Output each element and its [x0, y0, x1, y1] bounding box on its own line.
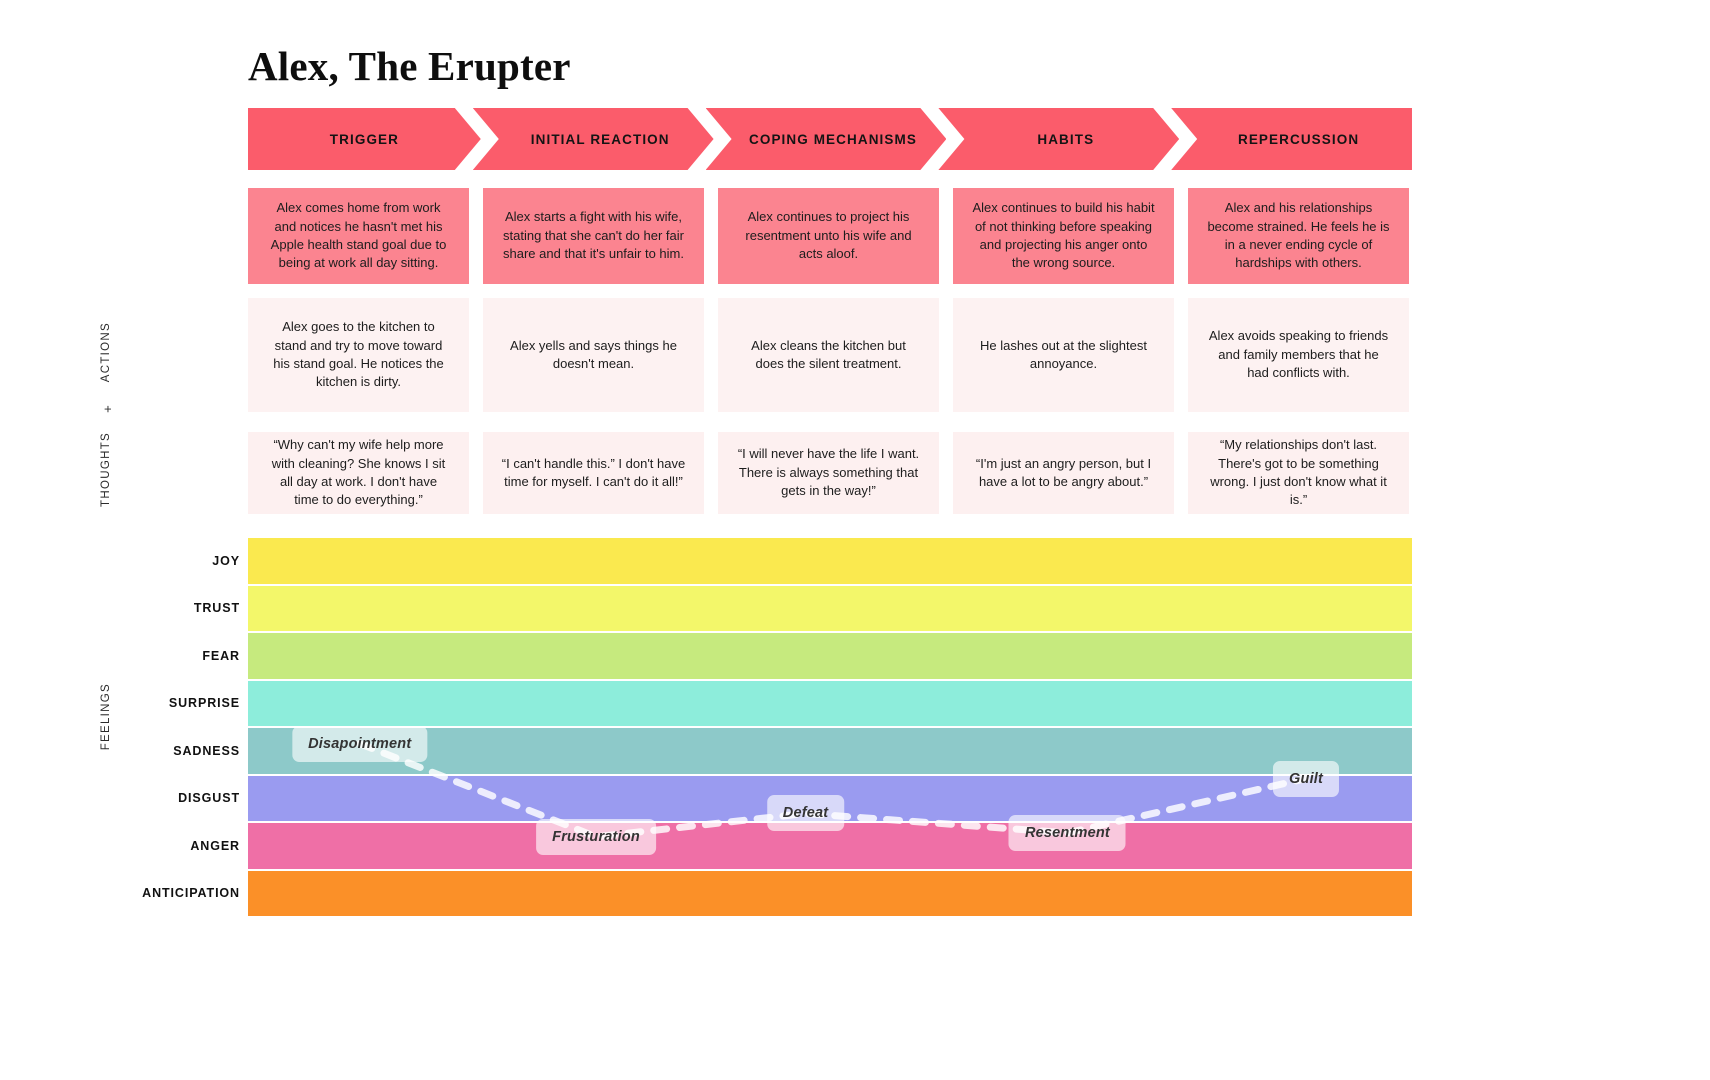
phase-label: REPERCUSSION — [1237, 131, 1360, 147]
card-text: Alex yells and says things he doesn't me… — [510, 337, 677, 371]
card-actions-5: Alex avoids speaking to friends and fami… — [1188, 298, 1409, 412]
phase-chevron-habits[interactable]: HABITS — [938, 108, 1179, 170]
card-text: Alex continues to project his resentment… — [745, 209, 912, 262]
card-thoughts-5: “My relationships don't last. There's go… — [1188, 432, 1409, 514]
feeling-band-trust: TRUST — [194, 585, 1412, 631]
feeling-band-label: SURPRISE — [168, 696, 240, 711]
card-actions-2: Alex yells and says things he doesn't me… — [483, 298, 704, 412]
card-actions-3: Alex cleans the kitchen but does the sil… — [718, 298, 939, 412]
card-text: “I will never have the life I want. Ther… — [737, 446, 920, 499]
card-actions-1: Alex goes to the kitchen to stand and tr… — [248, 298, 469, 412]
card-text: Alex goes to the kitchen to stand and tr… — [273, 319, 444, 390]
card-text: Alex comes home from work and notices he… — [270, 200, 447, 271]
feeling-band-label: ANTICIPATION — [142, 886, 240, 901]
card-actions-4: He lashes out at the slightest annoyance… — [953, 298, 1174, 412]
phase-label: COPING MECHANISMS — [749, 131, 917, 147]
axis-label-feelings: FEELINGS — [100, 683, 112, 751]
phase-header-bar: TRIGGER INITIAL REACTION COPING MECHANISMS… — [248, 108, 1412, 170]
card-text: Alex cleans the kitchen but does the sil… — [751, 337, 906, 371]
phase-chevron-repercussion[interactable]: REPERCUSSION — [1171, 108, 1412, 170]
card-summary-1: Alex comes home from work and notices he… — [248, 188, 469, 284]
feeling-band-label: TRUST — [193, 601, 240, 616]
card-thoughts-3: “I will never have the life I want. Ther… — [718, 432, 939, 514]
feeling-band-fear: FEAR — [202, 633, 1412, 679]
card-text: Alex starts a fight with his wife, stati… — [503, 209, 684, 262]
card-summary-3: Alex continues to project his resentment… — [718, 188, 939, 284]
card-text: “I can't handle this.” I don't have time… — [501, 455, 686, 489]
feeling-band-label: FEAR — [202, 648, 240, 663]
phase-chevron-trigger[interactable]: TRIGGER — [248, 108, 481, 170]
card-summary-2: Alex starts a fight with his wife, stati… — [483, 188, 704, 284]
feeling-band-sadness: SADNESS — [173, 728, 1412, 774]
feeling-band-joy: JOY — [212, 538, 1412, 584]
feelings-band-chart: JOY TRUST FEAR SURPRISE SADNESS DISGUST ANGER A… — [142, 538, 1412, 918]
feeling-band-anticipation: ANTICIPATION — [142, 870, 1412, 916]
phase-label: TRIGGER — [329, 131, 399, 147]
feeling-band-label: DISGUST — [178, 791, 240, 806]
feeling-band-label: JOY — [212, 553, 240, 568]
feeling-band-label: ANGER — [190, 838, 240, 853]
phase-chevron-initial-reaction[interactable]: INITIAL REACTION — [473, 108, 714, 170]
phase-chevron-coping-mechanisms[interactable]: COPING MECHANISMS — [706, 108, 947, 170]
card-text: Alex continues to build his habit of not… — [972, 200, 1155, 271]
page-title: Alex, The Erupter — [248, 43, 571, 89]
axis-label-plus: + — [100, 404, 115, 413]
card-text: Alex and his relationships become strain… — [1207, 200, 1390, 271]
axis-label-thoughts: THOUGHTS — [100, 432, 112, 507]
card-text: “Why can't my wife help more with cleani… — [271, 437, 446, 508]
card-text: Alex avoids speaking to friends and fami… — [1208, 328, 1389, 381]
feeling-band-surprise: SURPRISE — [169, 680, 1412, 726]
card-summary-5: Alex and his relationships become strain… — [1188, 188, 1409, 284]
card-summary-4: Alex continues to build his habit of not… — [953, 188, 1174, 284]
phase-label: INITIAL REACTION — [530, 131, 670, 147]
card-thoughts-1: “Why can't my wife help more with cleani… — [248, 432, 469, 514]
phase-label: HABITS — [1037, 131, 1095, 147]
card-text: “My relationships don't last. There's go… — [1210, 437, 1387, 508]
card-thoughts-2: “I can't handle this.” I don't have time… — [483, 432, 704, 514]
feeling-band-anger: ANGER — [190, 823, 1412, 869]
feeling-band-label: SADNESS — [173, 743, 240, 758]
card-thoughts-4: “I'm just an angry person, but I have a … — [953, 432, 1174, 514]
feeling-band-disgust: DISGUST — [178, 775, 1412, 821]
card-text: He lashes out at the slightest annoyance… — [980, 337, 1147, 371]
axis-label-actions: ACTIONS — [100, 322, 112, 383]
card-text: “I'm just an angry person, but I have a … — [975, 455, 1152, 489]
